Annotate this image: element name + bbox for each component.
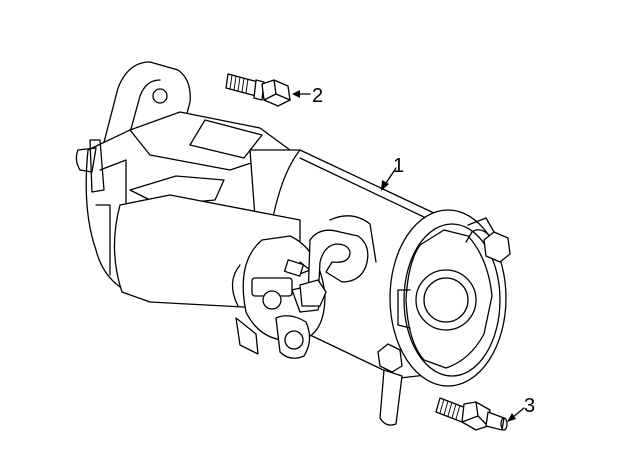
through-bolt-head-upper	[483, 231, 511, 263]
upper-bolt	[225, 73, 291, 107]
leader-lines	[292, 90, 525, 422]
terminal-boot	[275, 315, 311, 359]
callout-label-1: 1	[393, 155, 404, 177]
cable-hook	[307, 229, 369, 301]
arrow-head-icon	[507, 413, 516, 422]
output-cable	[379, 369, 403, 426]
lower-stud	[435, 397, 508, 431]
starter-motor	[75, 61, 511, 426]
lower-stud-tip	[485, 411, 505, 431]
mounting-hole	[152, 88, 168, 104]
arrow-head-icon	[292, 90, 300, 98]
callout-label-2: 2	[312, 85, 323, 107]
callout-label-3: 3	[524, 395, 535, 417]
arrow-head-icon	[381, 180, 389, 191]
through-bolt-head-lower	[377, 343, 403, 373]
callout-labels: 1 2 3	[312, 85, 535, 417]
brush-holder	[415, 269, 477, 331]
